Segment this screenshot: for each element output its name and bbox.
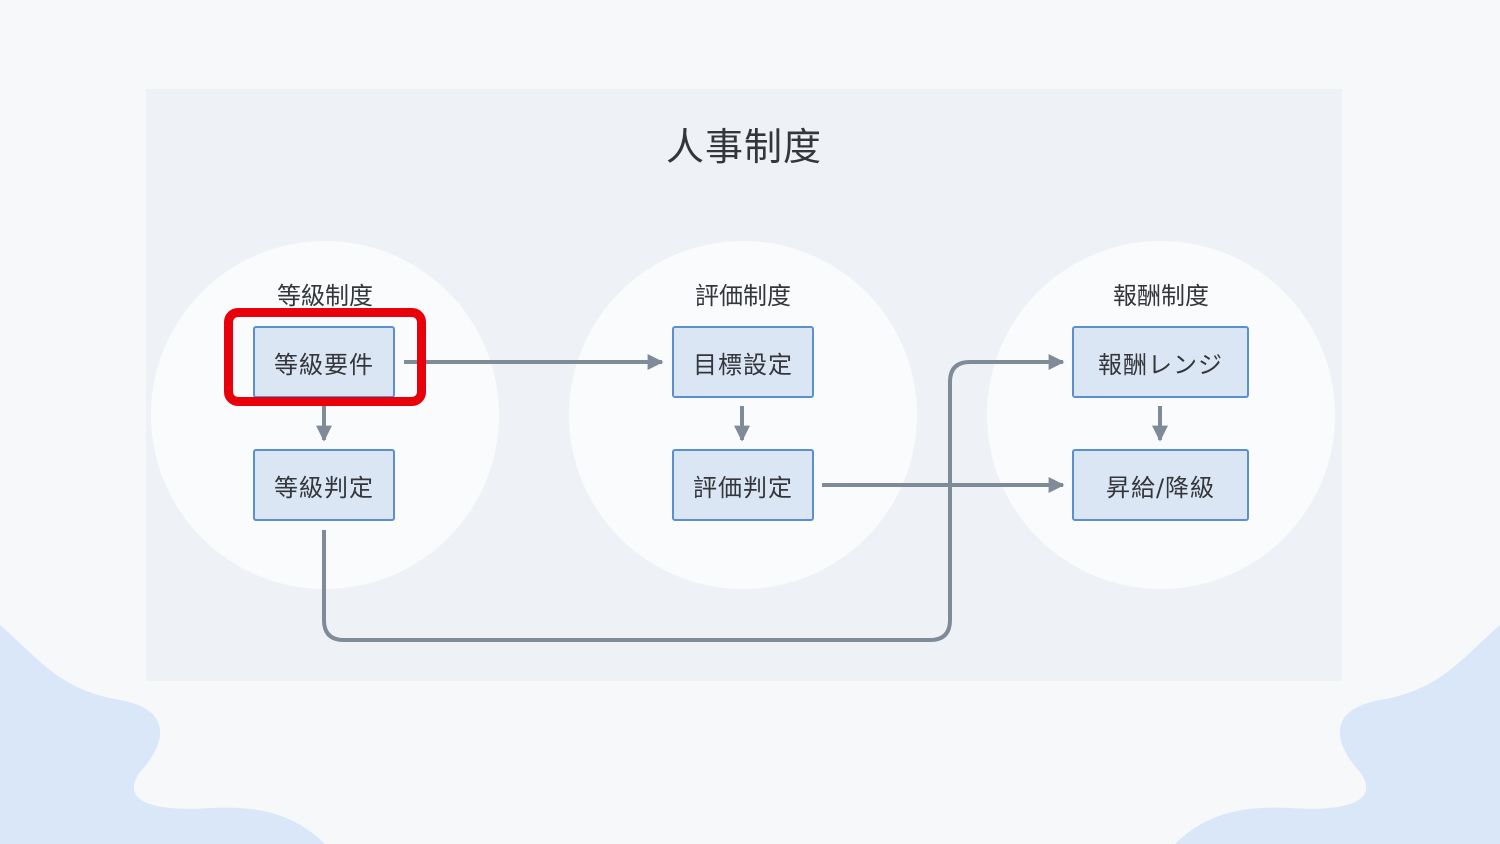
group-label-eval: 評価制度	[695, 282, 791, 310]
node-grade-requirements[interactable]: 等級要件	[253, 326, 395, 398]
group-label-pay: 報酬制度	[1113, 282, 1209, 310]
highlight-box	[224, 308, 426, 406]
node-pay-range[interactable]: 報酬レンジ	[1072, 326, 1249, 398]
background-blob-right	[1175, 625, 1500, 844]
background-blob-left	[0, 625, 325, 844]
group-label-grade: 等級制度	[277, 282, 373, 310]
edge-grade-judge-to-pay-range	[322, 354, 1065, 642]
node-raise-demotion[interactable]: 昇給/降級	[1072, 449, 1249, 521]
node-evaluation-judgment[interactable]: 評価判定	[672, 449, 814, 521]
diagram-title: 人事制度	[665, 125, 822, 169]
node-goal-setting[interactable]: 目標設定	[672, 326, 814, 398]
node-grade-judgment[interactable]: 等級判定	[253, 449, 395, 521]
